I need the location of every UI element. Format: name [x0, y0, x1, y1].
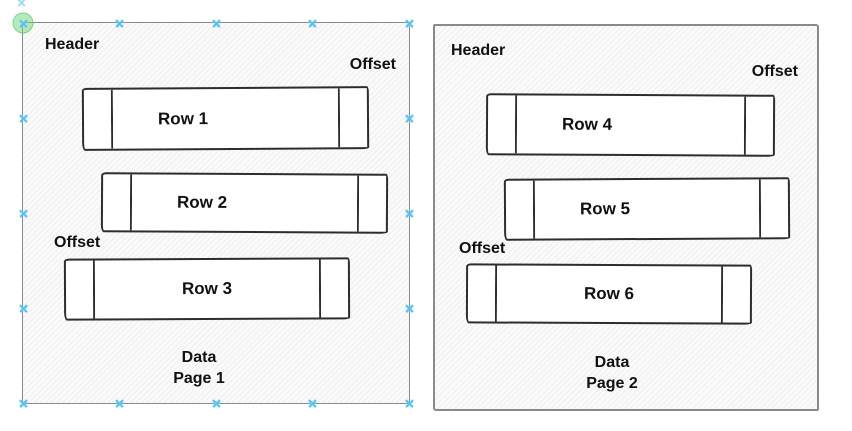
- connection-point-icon[interactable]: [212, 399, 221, 408]
- shape-row-6[interactable]: Row 6: [465, 263, 753, 325]
- footer-line-page: Page 2: [586, 375, 638, 392]
- shape-data-page-2[interactable]: Header Offset Row 4 Row 5 Offset Row 6 D…: [433, 24, 819, 411]
- connection-point-icon[interactable]: [308, 19, 317, 28]
- offset-label-mid: Offset: [459, 240, 506, 257]
- shape-row-1[interactable]: Row 1: [81, 86, 370, 151]
- row-right-cell: [337, 88, 368, 148]
- connection-point-icon[interactable]: [19, 19, 28, 28]
- row-right-cell: [720, 266, 751, 323]
- offset-label-mid: Offset: [54, 234, 101, 251]
- row-label: Row 6: [583, 283, 635, 304]
- connection-point-icon[interactable]: [405, 209, 414, 218]
- shape-row-4[interactable]: Row 4: [485, 93, 776, 157]
- footer-line-data: Data: [594, 354, 630, 371]
- row-left-cell: [467, 265, 498, 322]
- offset-label-top: Offset: [349, 56, 396, 73]
- offset-label-top: Offset: [751, 63, 798, 80]
- connection-point-icon[interactable]: [19, 399, 28, 408]
- connection-point-icon[interactable]: [212, 19, 221, 28]
- connection-point-icon[interactable]: [19, 114, 28, 123]
- connection-point-icon[interactable]: [115, 19, 124, 28]
- row-right-cell: [356, 175, 387, 232]
- row-label: Row 5: [579, 199, 631, 219]
- header-label: Header: [45, 36, 100, 53]
- page-footer: Data Page 2: [435, 352, 789, 394]
- shape-data-page-1[interactable]: Header Offset Row 1 Row 2 Offset Row 3 D…: [12, 12, 410, 404]
- connection-point-icon[interactable]: [19, 209, 28, 218]
- connection-point-icon[interactable]: [405, 114, 414, 123]
- footer-line-page: Page 1: [173, 370, 225, 387]
- row-right-cell: [743, 96, 774, 155]
- header-label: Header: [451, 42, 506, 59]
- connection-point-icon[interactable]: [405, 304, 414, 313]
- row-label: Row 1: [157, 108, 209, 128]
- page-footer: Data Page 1: [23, 347, 375, 389]
- row-left-cell: [83, 89, 114, 149]
- connection-point-icon[interactable]: [17, 0, 26, 7]
- row-right-cell: [318, 259, 349, 318]
- row-left-cell: [487, 95, 518, 154]
- row-left-cell: [65, 260, 96, 319]
- row-label: Row 4: [561, 114, 613, 134]
- shape-row-2[interactable]: Row 2: [100, 172, 389, 234]
- row-right-cell: [758, 179, 789, 238]
- row-left-cell: [102, 174, 133, 231]
- connection-point-icon[interactable]: [308, 399, 317, 408]
- connection-point-icon[interactable]: [19, 304, 28, 313]
- row-label: Row 2: [176, 192, 228, 212]
- connection-point-icon[interactable]: [115, 399, 124, 408]
- connection-point-icon[interactable]: [405, 399, 414, 408]
- row-label: Row 3: [181, 278, 233, 299]
- shape-row-3[interactable]: Row 3: [63, 257, 351, 321]
- row-left-cell: [505, 180, 536, 239]
- shape-row-5[interactable]: Row 5: [503, 177, 791, 241]
- footer-line-data: Data: [181, 349, 217, 366]
- connection-point-icon[interactable]: [405, 19, 414, 28]
